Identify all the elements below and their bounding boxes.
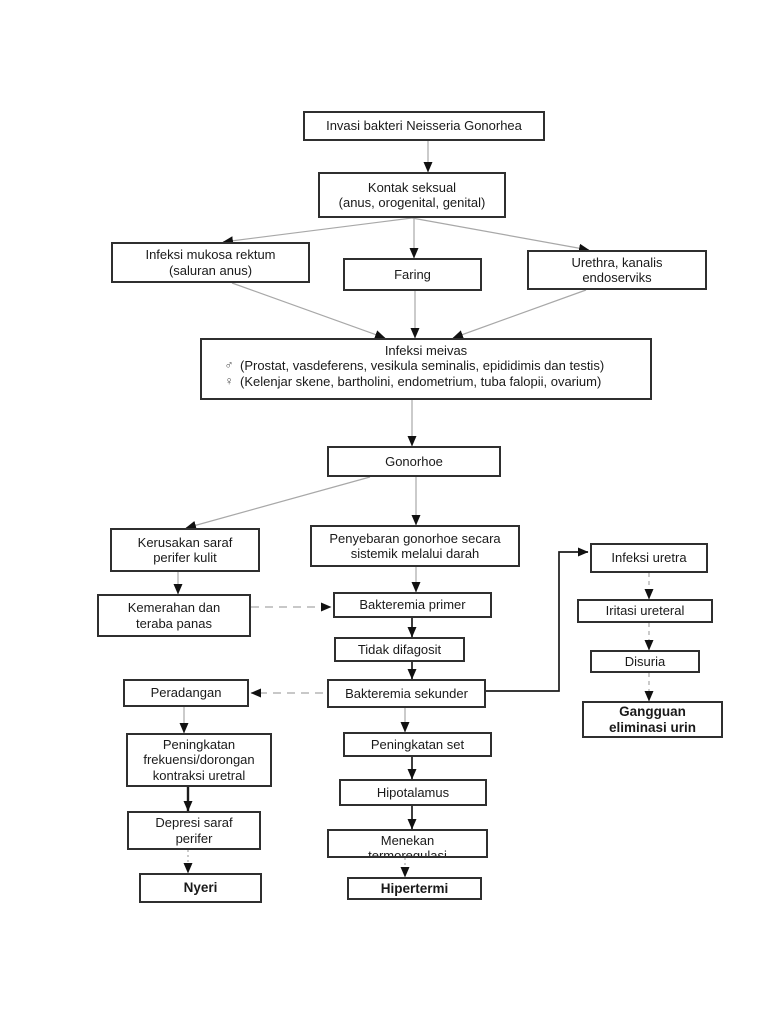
node-urethra-kanalis-label: Urethra, kanalis endoserviks <box>571 254 663 285</box>
node-urethra-kanalis: Urethra, kanalis endoserviks <box>527 250 707 290</box>
node-infeksi-meivas-male-text: (Prostat, vasdeferens, vesikula seminali… <box>240 358 605 374</box>
node-kontak-seksual: Kontak seksual (anus, orogenital, genita… <box>318 172 506 218</box>
node-peningkatan-set: Peningkatan set <box>343 732 492 757</box>
node-depresi-saraf-label: Depresi saraf perifer <box>155 815 233 846</box>
edge-kontak-to-mukosa <box>222 217 413 246</box>
female-symbol-icon: ♀ <box>224 373 234 388</box>
node-disuria-label: Disuria <box>624 653 666 669</box>
node-peningkatan-set-label: Peningkatan set <box>370 736 465 752</box>
node-nyeri: Nyeri <box>139 873 262 903</box>
node-gonorhoe-label: Gonorhoe <box>385 453 443 469</box>
node-infeksi-uretra: Infeksi uretra <box>590 543 708 573</box>
node-infeksi-meivas-female-row: ♀ (Kelenjar skene, bartholini, endometri… <box>208 374 644 389</box>
node-infeksi-meivas: Infeksi meivas ♂ (Prostat, vasdeferens, … <box>200 338 652 400</box>
node-kerusakan-saraf: Kerusakan saraf perifer kulit <box>110 528 260 572</box>
node-peradangan-label: Peradangan <box>150 685 222 701</box>
node-tidak-difagosit-label: Tidak difagosit <box>357 641 442 657</box>
node-kemerahan: Kemerahan dan teraba panas <box>97 594 251 637</box>
node-infeksi-meivas-title: Infeksi meivas <box>384 343 468 358</box>
node-gangguan-eliminasi-urin: Gangguan eliminasi urin <box>582 701 723 738</box>
node-menekan-termoregulasi-label: Menekan termoregulasi <box>368 833 447 858</box>
node-infeksi-mukosa-rektum: Infeksi mukosa rektum (saluran anus) <box>111 242 310 283</box>
node-bakteremia-primer-label: Bakteremia primer <box>359 597 466 613</box>
node-iritasi-ureteral-label: Iritasi ureteral <box>605 603 685 619</box>
node-infeksi-meivas-male-row: ♂ (Prostat, vasdeferens, vesikula semina… <box>208 358 644 373</box>
node-hipotalamus: Hipotalamus <box>339 779 487 806</box>
node-menekan-termoregulasi: Menekan termoregulasi <box>327 829 488 858</box>
node-peningkatan-frekuensi: Peningkatan frekuensi/dorongan kontraksi… <box>126 733 272 787</box>
node-hipertermi: Hipertermi <box>347 877 482 900</box>
edge-bakteremia-sekunder-to-infeksi-uretra <box>486 547 589 692</box>
male-symbol-icon: ♂ <box>224 358 234 373</box>
edge-kontak-to-urethra <box>411 217 590 253</box>
node-nyeri-label: Nyeri <box>183 880 218 896</box>
node-depresi-saraf: Depresi saraf perifer <box>127 811 261 850</box>
node-penyebaran-gonorhoe-label: Penyebaran gonorhoe secara sistemik mela… <box>329 530 501 561</box>
node-kemerahan-label: Kemerahan dan teraba panas <box>127 600 221 631</box>
node-hipotalamus-label: Hipotalamus <box>376 784 450 800</box>
node-tidak-difagosit: Tidak difagosit <box>334 637 465 662</box>
node-kontak-seksual-label: Kontak seksual (anus, orogenital, genita… <box>338 179 486 210</box>
node-infeksi-meivas-female-text: (Kelenjar skene, bartholini, endometrium… <box>240 373 602 389</box>
edge-gonorhoe-to-kerusakan <box>185 476 371 530</box>
edge-urethra-to-meivas <box>452 289 587 339</box>
node-invasi-bakteri: Invasi bakteri Neisseria Gonorhea <box>303 111 545 141</box>
node-invasi-bakteri-label: Invasi bakteri Neisseria Gonorhea <box>326 118 522 134</box>
node-gonorhoe: Gonorhoe <box>327 446 501 477</box>
node-faring: Faring <box>343 258 482 291</box>
node-bakteremia-sekunder: Bakteremia sekunder <box>327 679 486 708</box>
node-infeksi-mukosa-rektum-label: Infeksi mukosa rektum (saluran anus) <box>145 247 276 278</box>
edge-group <box>173 141 654 878</box>
node-penyebaran-gonorhoe: Penyebaran gonorhoe secara sistemik mela… <box>310 525 520 567</box>
node-iritasi-ureteral: Iritasi ureteral <box>577 599 713 623</box>
node-faring-label: Faring <box>394 266 431 282</box>
node-kerusakan-saraf-label: Kerusakan saraf perifer kulit <box>137 534 233 565</box>
node-peradangan: Peradangan <box>123 679 249 707</box>
node-hipertermi-label: Hipertermi <box>380 880 449 896</box>
node-bakteremia-primer: Bakteremia primer <box>333 592 492 618</box>
node-gangguan-eliminasi-urin-label: Gangguan eliminasi urin <box>608 703 697 735</box>
node-infeksi-uretra-label: Infeksi uretra <box>611 550 687 566</box>
node-bakteremia-sekunder-label: Bakteremia sekunder <box>345 685 468 701</box>
node-peningkatan-frekuensi-label: Peningkatan frekuensi/dorongan kontraksi… <box>143 737 255 783</box>
node-disuria: Disuria <box>590 650 700 673</box>
edge-mukosa-to-meivas <box>231 282 386 339</box>
